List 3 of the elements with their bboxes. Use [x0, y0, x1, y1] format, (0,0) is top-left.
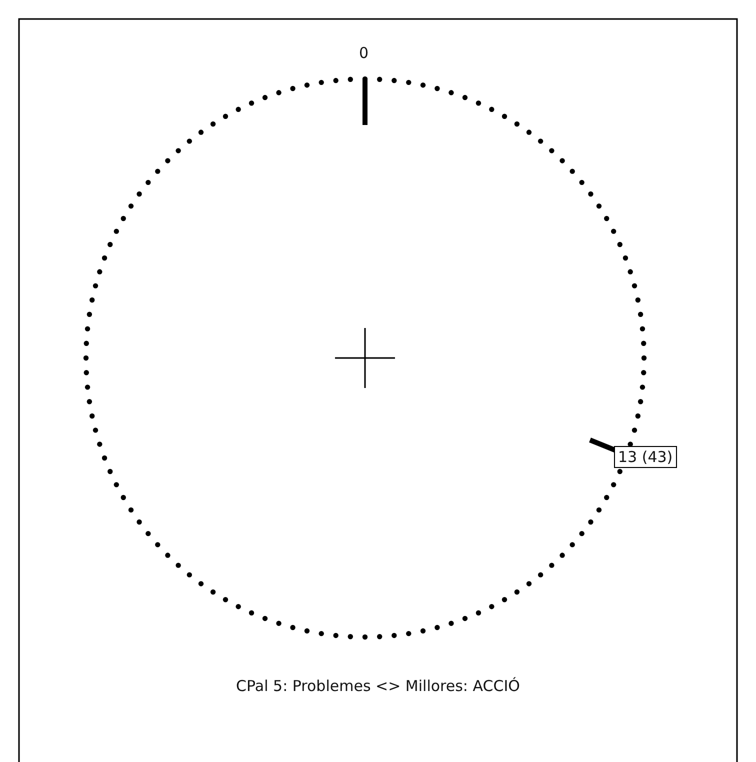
caption: CPal 5: Problemes <> Millores: ACCIÓ [235, 677, 521, 695]
value-box: 13 (43) [614, 446, 677, 468]
dial-value: 0 [359, 44, 369, 62]
